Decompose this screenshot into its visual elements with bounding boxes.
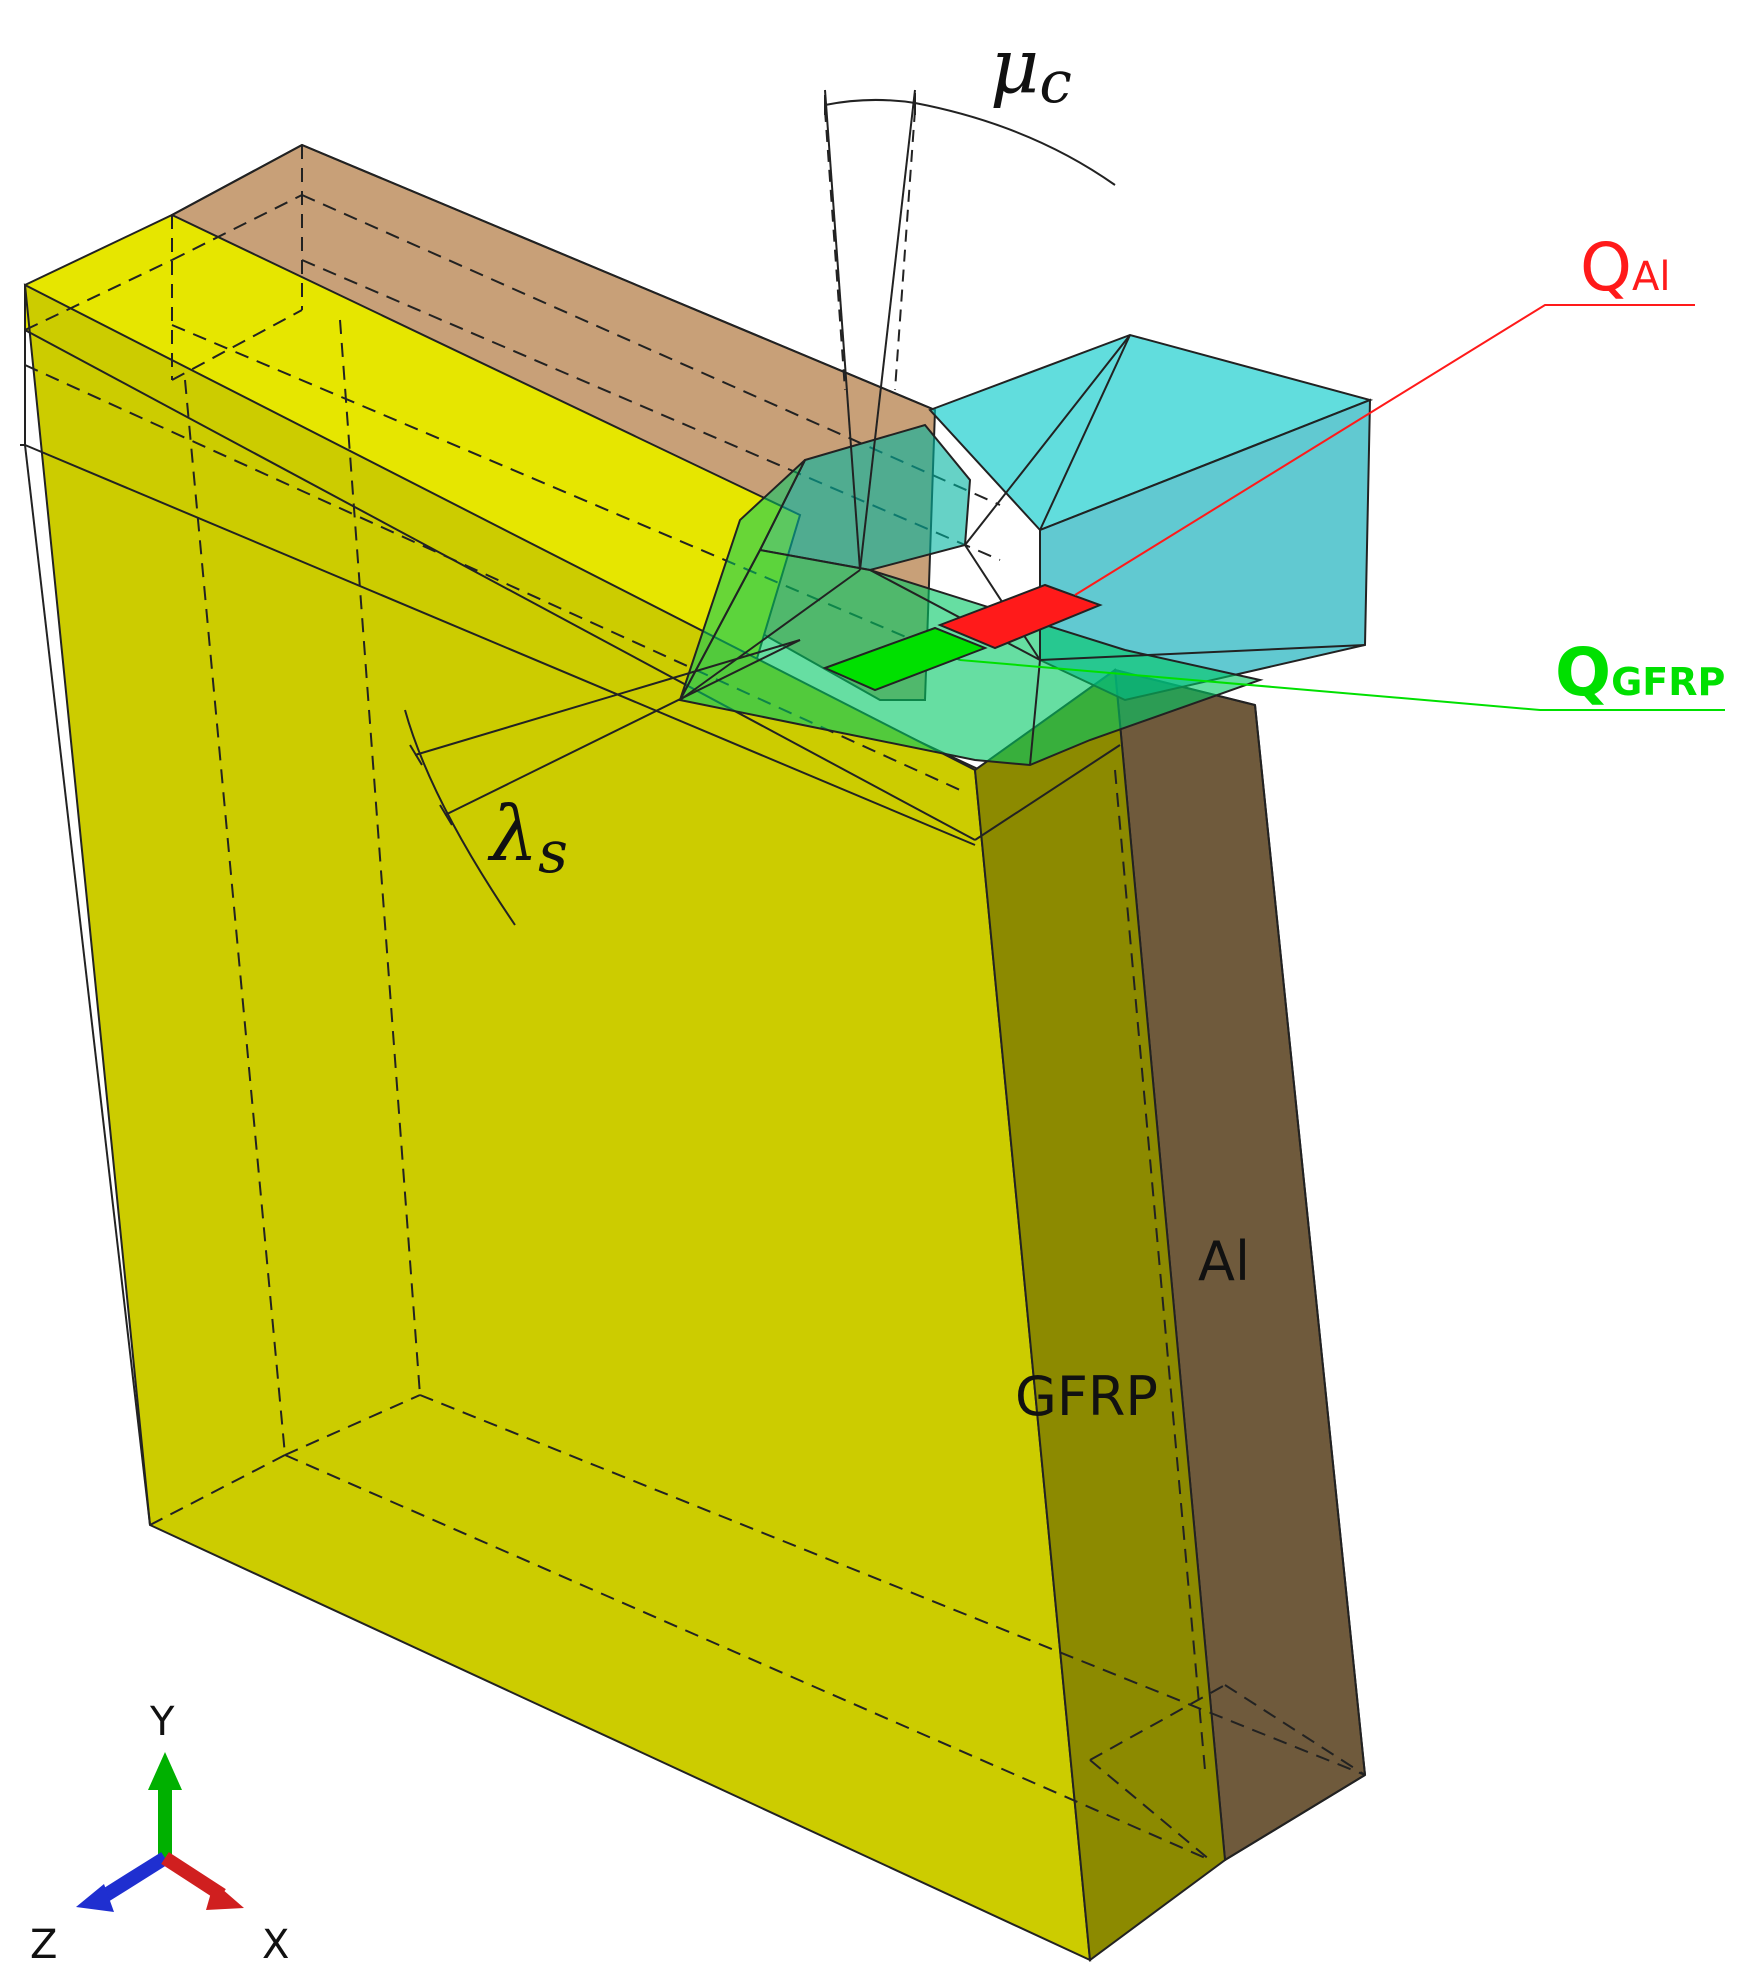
- tool-nose: [679, 459, 806, 701]
- z-axis-label: Z: [30, 1922, 57, 1968]
- q-al-label: QAl: [1580, 229, 1670, 306]
- y-axis-arrow: [148, 1752, 182, 1790]
- q-gfrp-leader: [959, 659, 1725, 711]
- z-axis-arrow: [76, 1884, 114, 1912]
- lambda-angle-annotation: [404, 639, 801, 926]
- mu-c-label: μc: [990, 21, 1072, 116]
- y-axis-label: Y: [149, 1699, 175, 1745]
- x-axis-arrow: [206, 1882, 244, 1910]
- layer-gfrp-label: GFRP: [1015, 1365, 1158, 1428]
- axis-triad: Y Z X: [30, 1699, 289, 1968]
- cutting-tool: [678, 333, 1374, 767]
- tool-clearance-face: [678, 548, 1264, 767]
- mu-angle-annotation: [824, 89, 1116, 571]
- q-gfrp-region: [822, 626, 988, 692]
- x-axis-label: X: [262, 1922, 289, 1968]
- solid-edges: [20, 144, 1366, 1861]
- layer-al-label: Al: [1198, 1230, 1250, 1293]
- q-al-leader: [1074, 304, 1695, 596]
- lambda-s-label: λs: [487, 789, 568, 886]
- q-gfrp-label: QGFRP: [1555, 634, 1725, 711]
- q-al-region: [937, 583, 1103, 650]
